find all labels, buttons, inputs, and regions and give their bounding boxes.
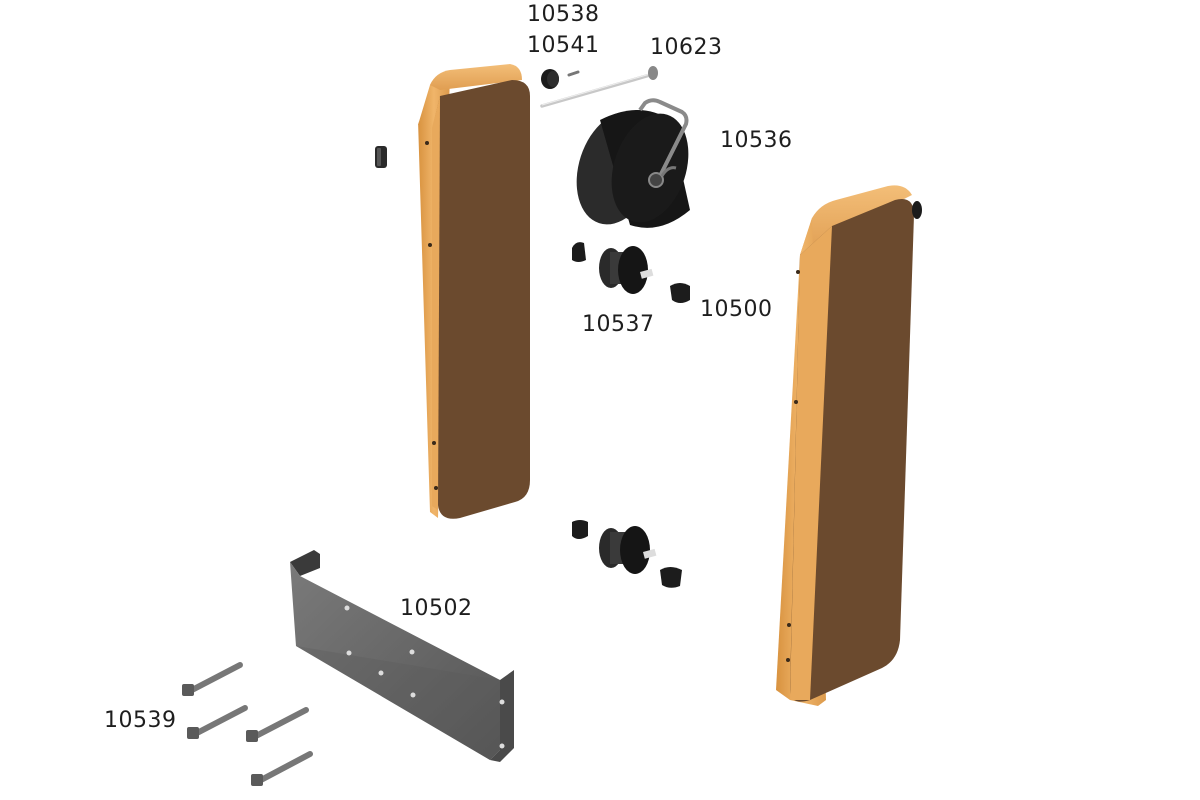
label-10537: 10537 [582,312,655,337]
label-10536: 10536 [720,128,793,153]
lower-spool [572,520,682,588]
rubber-bushings [670,283,690,303]
right-side-panel [776,185,922,706]
label-10541: 10541 [527,33,600,58]
reel-with-handle [576,98,690,228]
label-10500: 10500 [700,297,773,322]
bolt-3 [246,707,309,742]
upper-spool [572,242,654,294]
label-10538: 10538 [527,2,600,27]
label-10502: 10502 [400,596,473,621]
bolt-4 [251,751,313,786]
bolt-1 [182,662,243,696]
label-10623: 10623 [650,35,723,60]
dowel-pin [375,146,387,168]
end-cap [541,69,559,89]
u-bracket [290,550,514,762]
bolt-2 [187,705,248,739]
left-side-panel [418,64,530,519]
axle-rod [540,66,658,108]
small-screw [567,70,580,77]
label-10539: 10539 [104,708,177,733]
bolts [182,662,313,786]
